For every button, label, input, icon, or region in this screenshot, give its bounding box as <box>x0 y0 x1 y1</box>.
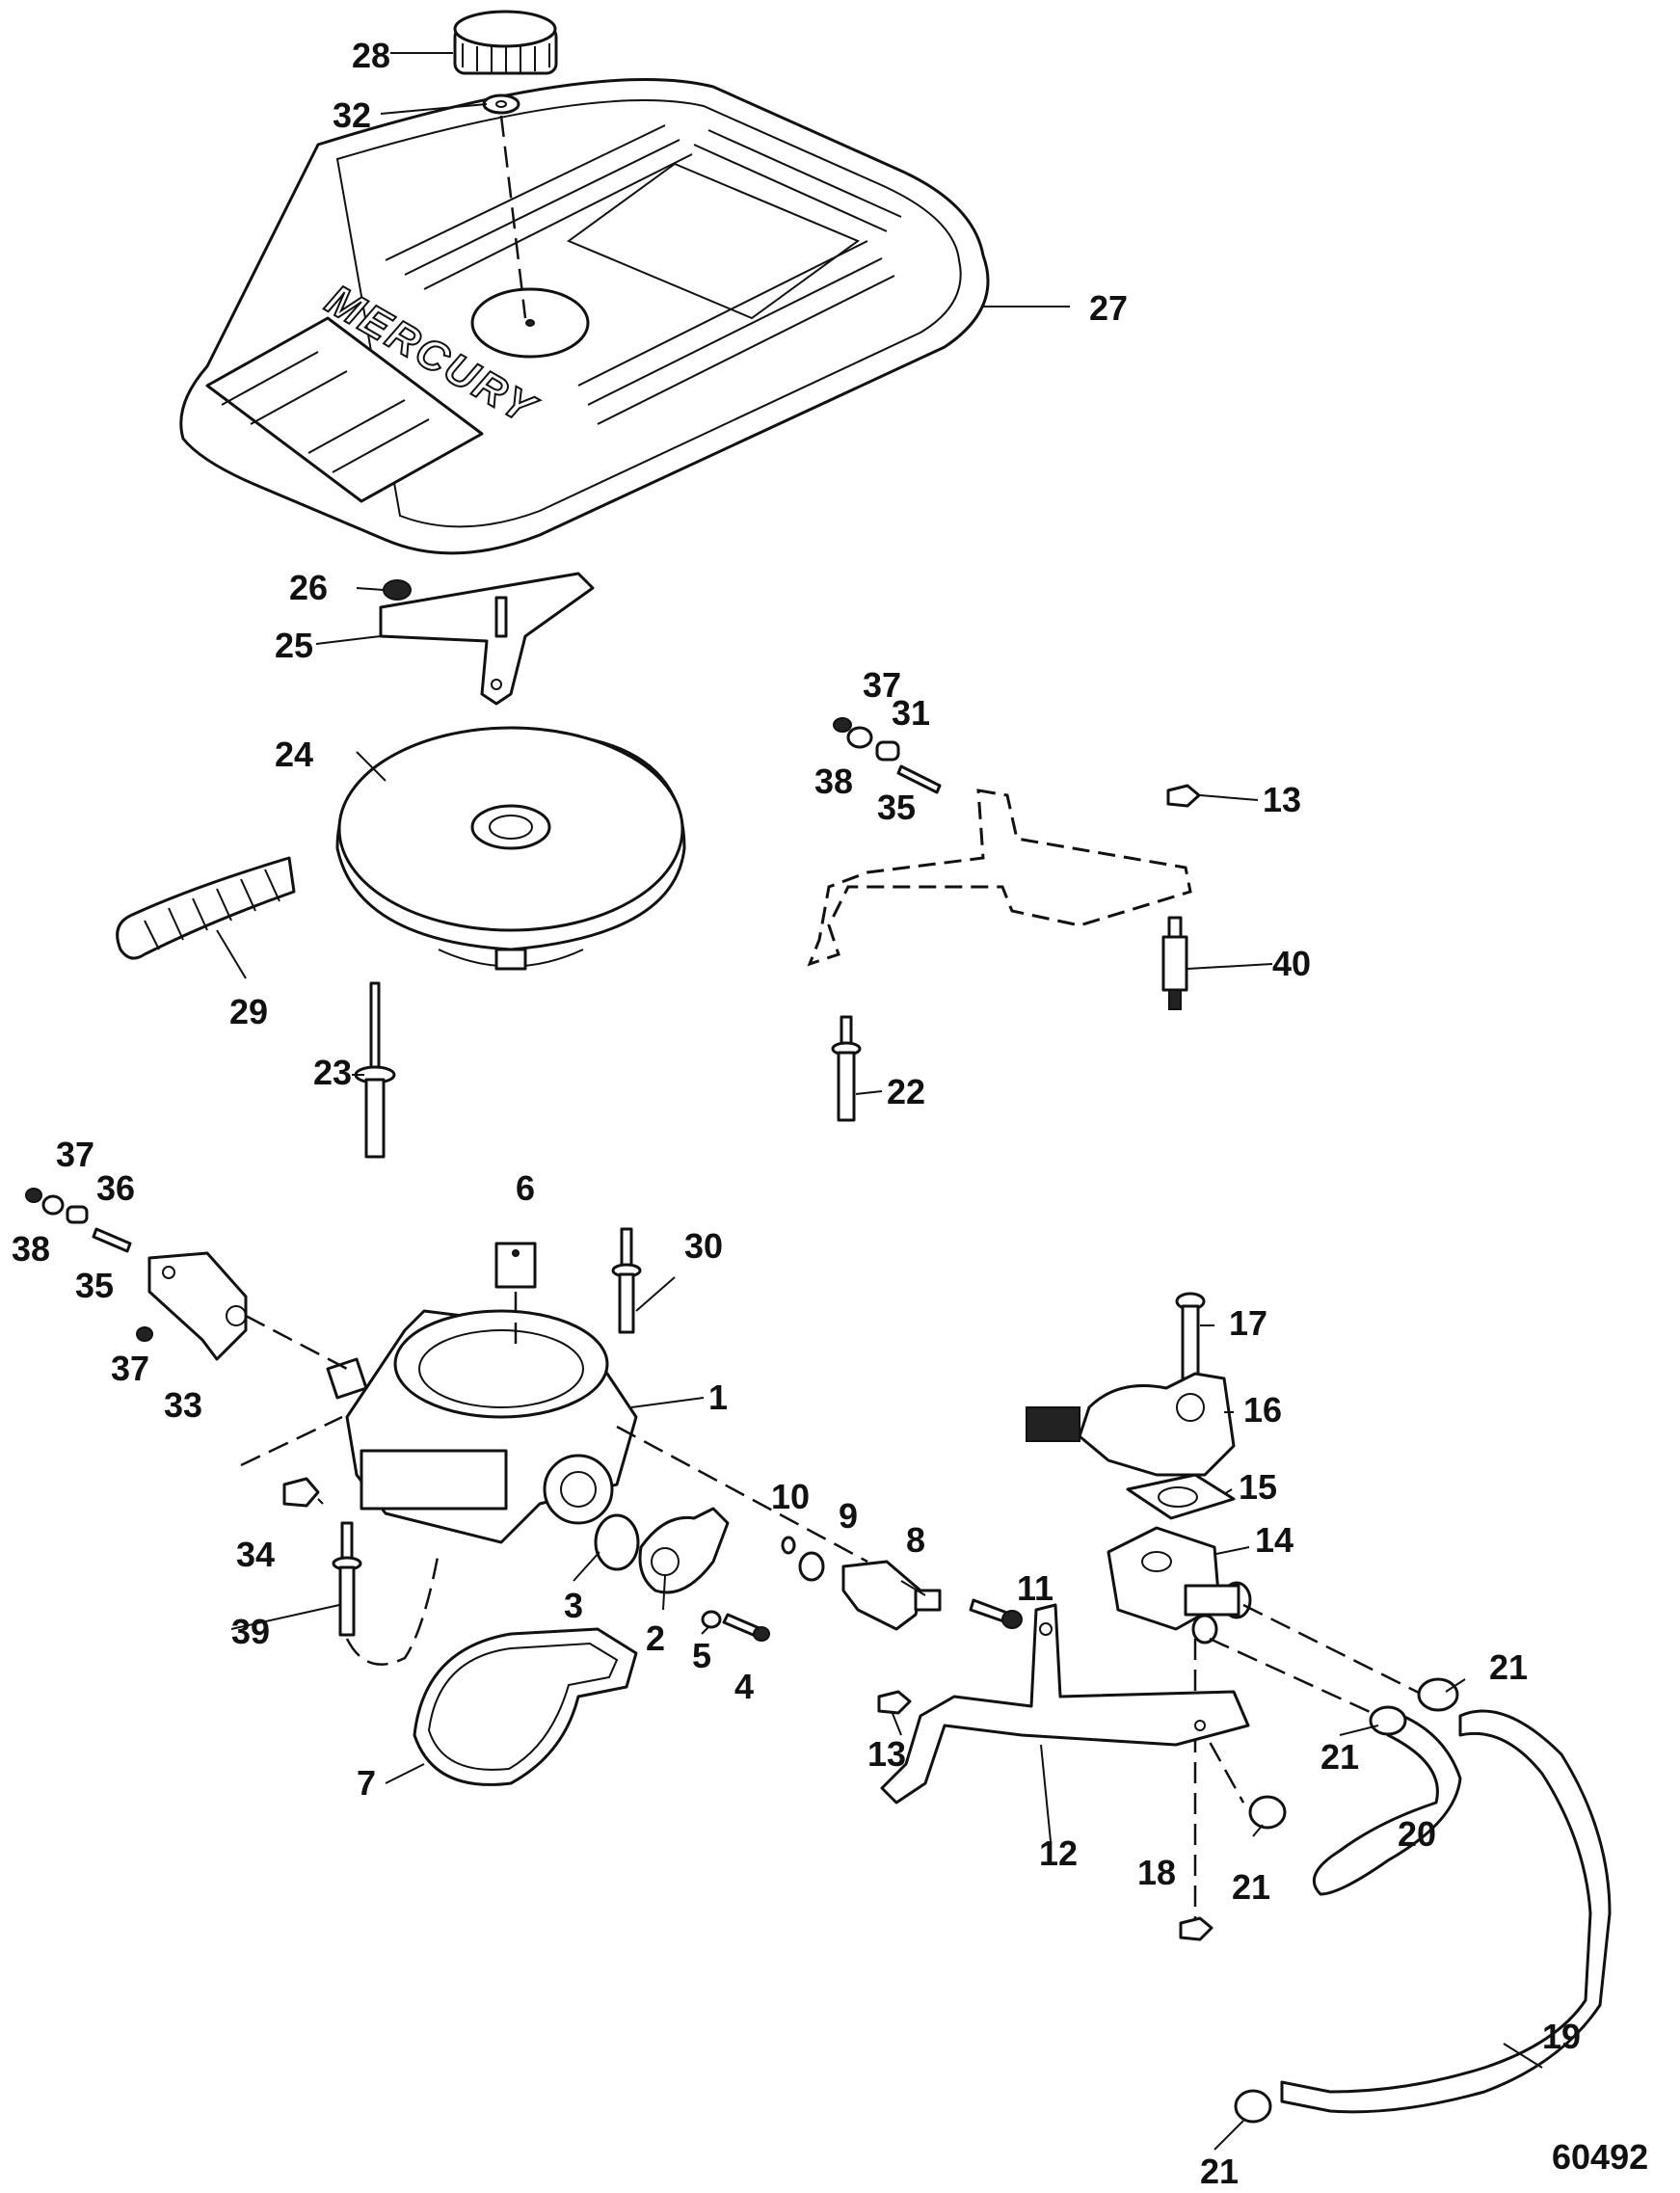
callout-34: 34 <box>236 1535 275 1574</box>
nut-13-lower <box>877 1690 912 1715</box>
callout-15: 15 <box>1239 1467 1277 1507</box>
callout-40: 40 <box>1272 944 1311 983</box>
callout-33: 33 <box>164 1385 202 1425</box>
hose-20 <box>1312 1714 1462 1896</box>
throttle-body <box>326 1309 638 1544</box>
callout-11: 11 <box>1017 1568 1053 1608</box>
o-ring <box>594 1513 640 1571</box>
o-ring-9 <box>798 1551 825 1582</box>
callout-26: 26 <box>289 568 328 607</box>
stud <box>354 981 396 1159</box>
callout-21: 21 <box>1489 1647 1528 1687</box>
callout-38: 38 <box>814 762 853 801</box>
callout-2: 2 <box>646 1618 665 1658</box>
callout-1: 1 <box>708 1377 728 1417</box>
idle-air-control-motor <box>1026 1372 1236 1477</box>
callout-37: 37 <box>863 665 901 705</box>
gasket <box>413 1627 638 1786</box>
throttle-position-sensor <box>638 1507 730 1594</box>
callout-14: 14 <box>1255 1520 1293 1560</box>
callout-23: 23 <box>313 1053 352 1092</box>
callout-19: 19 <box>1542 2017 1581 2056</box>
callout-38: 38 <box>12 1229 50 1269</box>
callout-18: 18 <box>1137 1853 1176 1892</box>
callout-5: 5 <box>692 1636 711 1675</box>
callout-35: 35 <box>877 788 916 827</box>
callout-10: 10 <box>771 1477 810 1516</box>
callout-6: 6 <box>516 1168 535 1208</box>
breather-hose <box>116 856 296 960</box>
callout-8: 8 <box>906 1520 925 1560</box>
callout-25: 25 <box>275 626 313 665</box>
small-nut <box>1166 784 1201 808</box>
dashed-mounting-bracket <box>807 789 1192 967</box>
callout-17: 17 <box>1229 1303 1267 1343</box>
callout-39: 39 <box>231 1612 270 1651</box>
screw-4 <box>722 1613 770 1642</box>
hose-19 <box>1280 1709 1612 2114</box>
nut <box>383 579 412 601</box>
callout-29: 29 <box>229 992 268 1031</box>
callout-36: 36 <box>96 1168 135 1208</box>
fitting-8 <box>841 1560 942 1631</box>
callout-31: 31 <box>892 693 930 733</box>
callout-13: 13 <box>1263 780 1301 819</box>
callout-27: 27 <box>1089 288 1128 328</box>
callout-21: 21 <box>1200 2152 1239 2191</box>
fill-cap <box>453 10 558 75</box>
leader-lines <box>216 52 1543 2151</box>
sensor-block <box>494 1242 537 1289</box>
callout-24: 24 <box>275 735 313 774</box>
bolt-17 <box>1175 1292 1206 1380</box>
standoff <box>1161 916 1188 1010</box>
stud-right <box>831 1015 862 1122</box>
callout-13: 13 <box>867 1734 906 1774</box>
spacer-14 <box>1107 1526 1252 1645</box>
seal-10 <box>781 1536 796 1555</box>
air-cleaner <box>335 726 686 971</box>
callout-7: 7 <box>357 1763 376 1803</box>
washer <box>482 94 520 115</box>
lower-mounting-bracket <box>880 1603 1250 1805</box>
callout-12: 12 <box>1039 1833 1078 1873</box>
callout-16: 16 <box>1243 1390 1282 1430</box>
callout-20: 20 <box>1398 1814 1436 1854</box>
washer-5 <box>701 1610 722 1629</box>
screw-11 <box>969 1598 1023 1629</box>
callout-37: 37 <box>111 1349 149 1388</box>
figure-number: 60492 <box>1552 2137 1648 2177</box>
callout-4: 4 <box>734 1667 754 1706</box>
hose-clamps <box>1234 1677 1459 2124</box>
gasket-15 <box>1126 1473 1236 1520</box>
upper-fastener-set <box>833 717 942 794</box>
nut-18 <box>1179 1916 1213 1941</box>
nut-34 <box>282 1477 320 1508</box>
callout-28: 28 <box>352 36 390 75</box>
air-cleaner-bracket <box>379 572 595 706</box>
callout-21: 21 <box>1320 1737 1359 1777</box>
callout-37: 37 <box>56 1135 94 1174</box>
engine-cover: MERCURY <box>179 78 990 555</box>
callout-3: 3 <box>564 1586 583 1625</box>
throttle-linkage-bracket <box>147 1251 248 1361</box>
callout-35: 35 <box>75 1266 114 1305</box>
callout-9: 9 <box>839 1496 858 1536</box>
stud-39 <box>332 1521 362 1637</box>
callout-30: 30 <box>684 1226 723 1266</box>
callout-22: 22 <box>887 1072 925 1111</box>
callout-21: 21 <box>1232 1867 1270 1907</box>
left-fastener-set <box>25 1188 153 1342</box>
stud-30 <box>611 1227 642 1334</box>
callout-32: 32 <box>333 95 371 135</box>
